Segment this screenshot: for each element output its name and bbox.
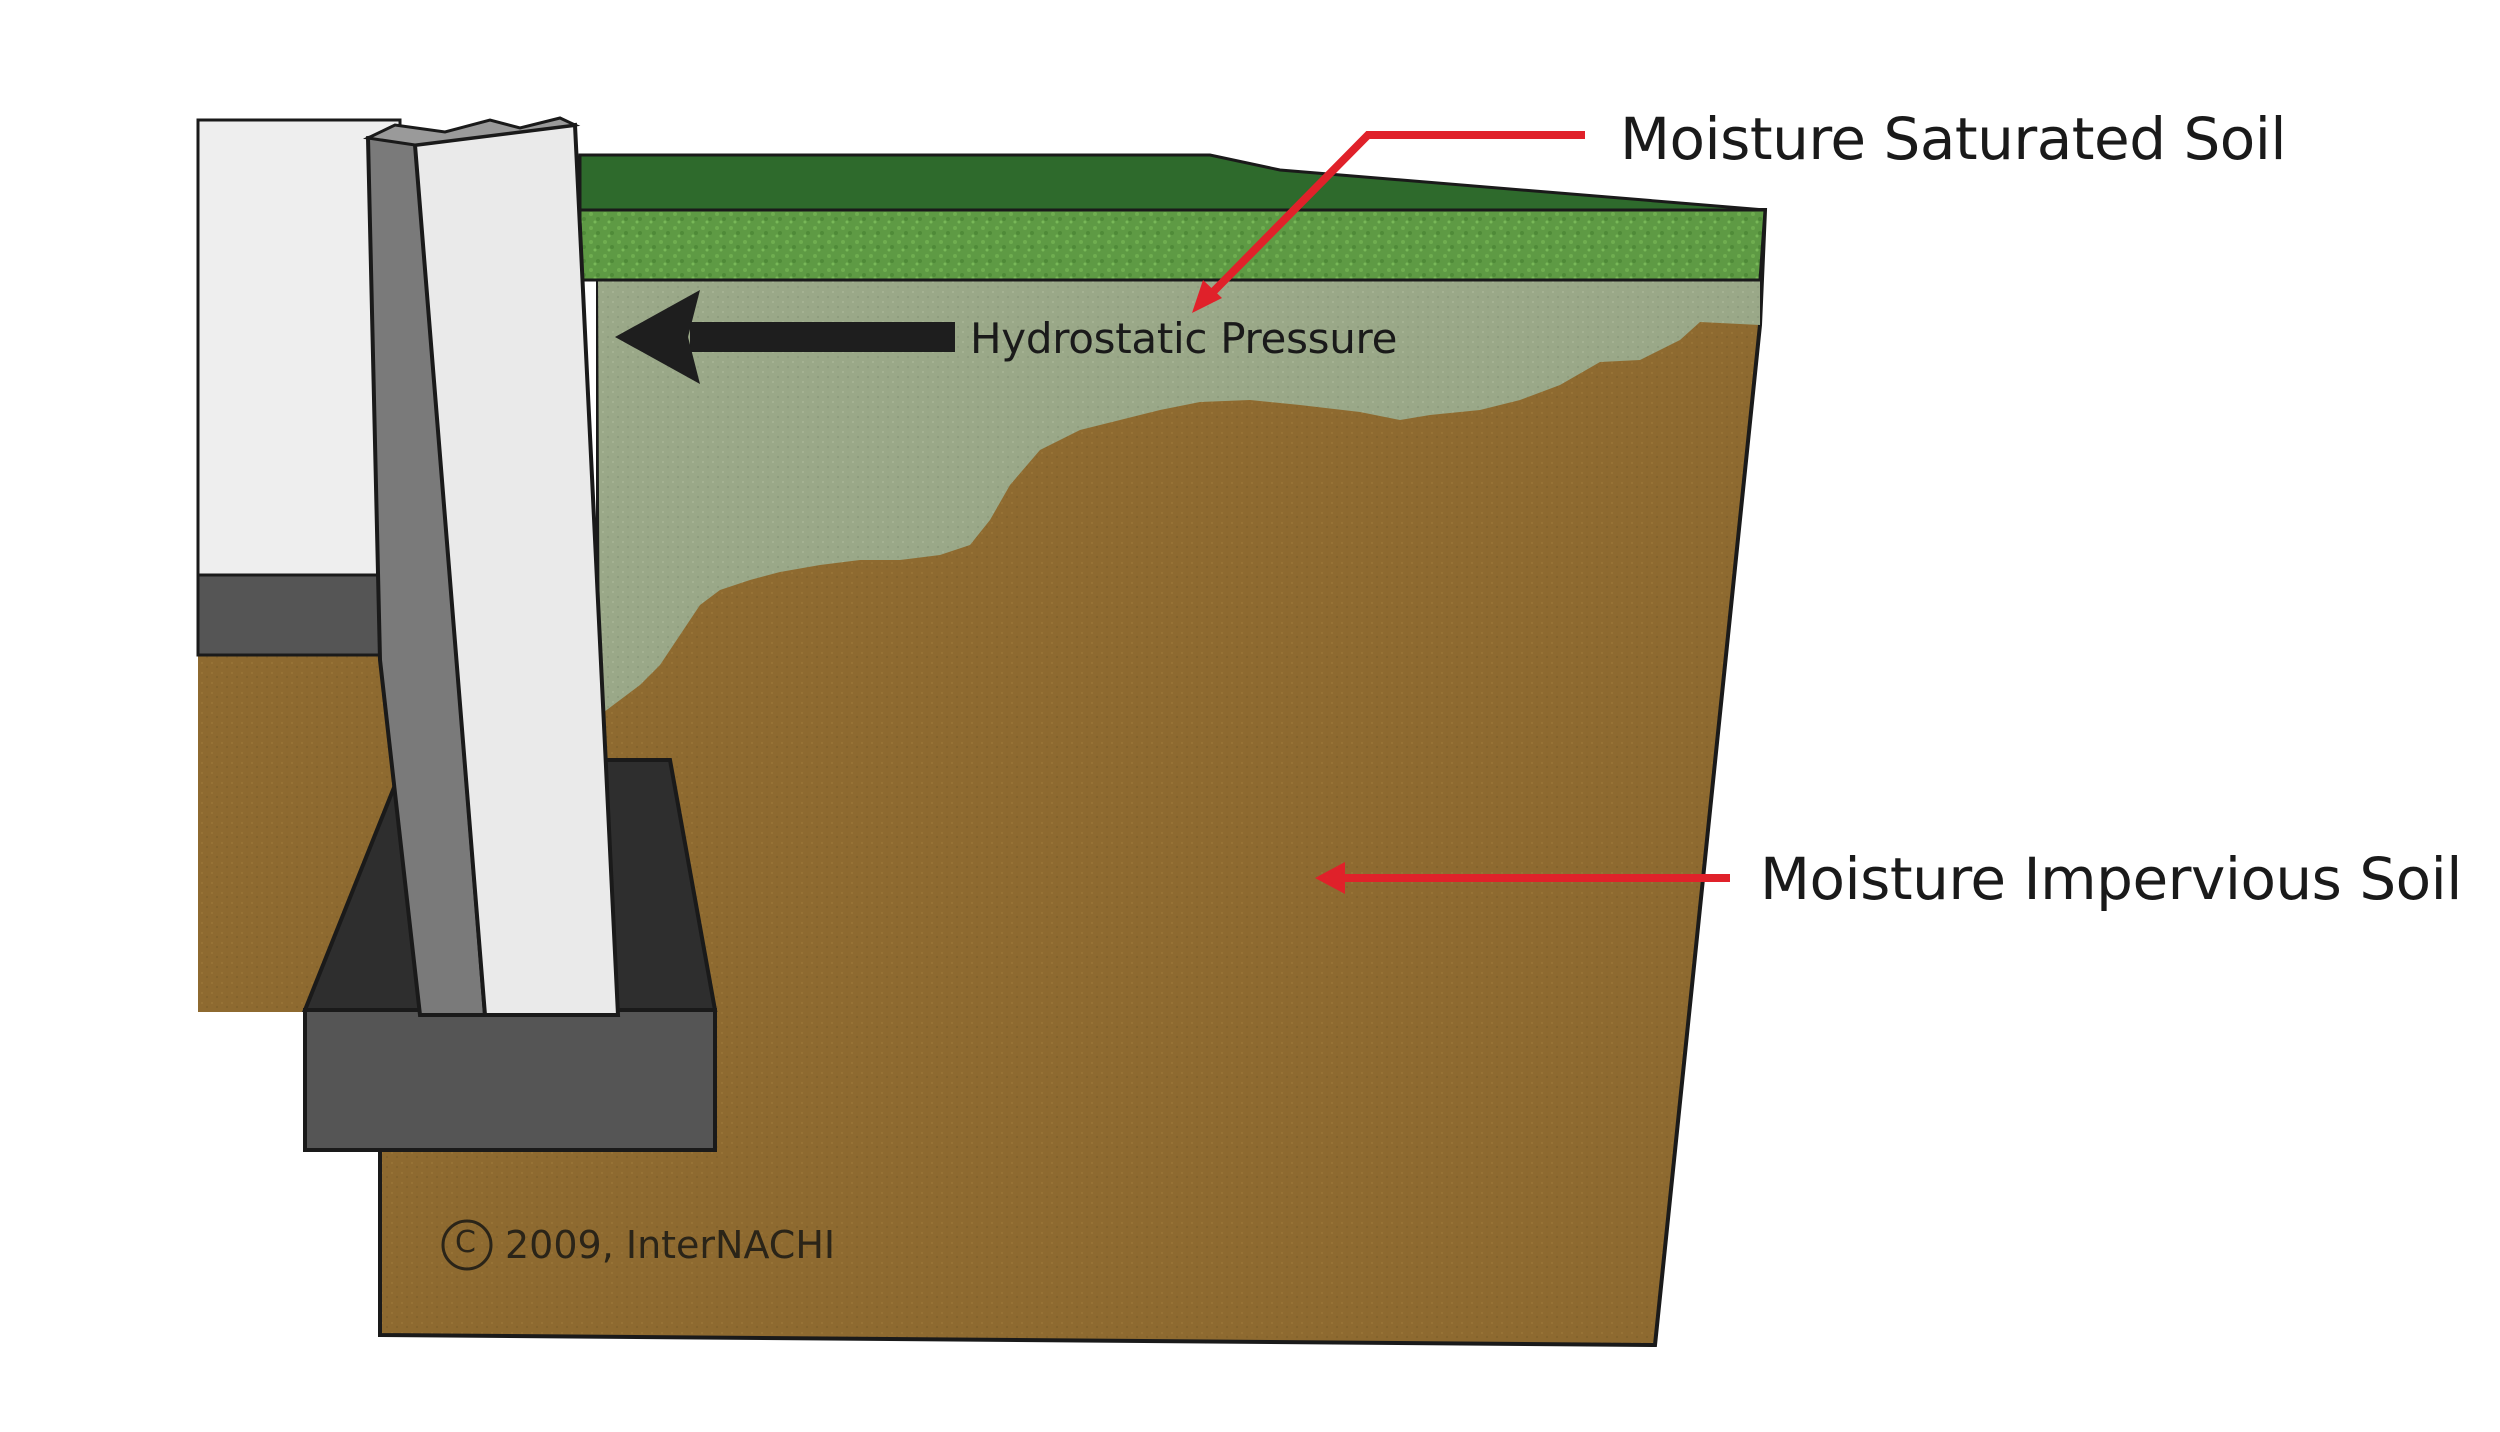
grass-front [578, 208, 1767, 282]
pressure-arrow [615, 290, 955, 384]
hydrostatic-pressure-label: Hydrostatic Pressure [970, 314, 1398, 363]
copyright-symbol: C [455, 1225, 476, 1260]
slab-base [196, 573, 407, 657]
grass-top [578, 153, 1766, 212]
moisture-impervious-soil-label: Moisture Impervious Soil [1760, 845, 2462, 913]
copyright-circle [441, 1219, 493, 1271]
saturated-soil [598, 280, 1760, 715]
saturated-annotation-arrow [1192, 131, 1585, 313]
footing-front [303, 1008, 717, 1152]
copyright-label: 2009, InterNACHI [505, 1223, 836, 1267]
wall-top [362, 116, 581, 147]
moisture-saturated-soil-label: Moisture Saturated Soil [1620, 105, 2287, 173]
impervious-annotation-arrow [1315, 862, 1730, 894]
